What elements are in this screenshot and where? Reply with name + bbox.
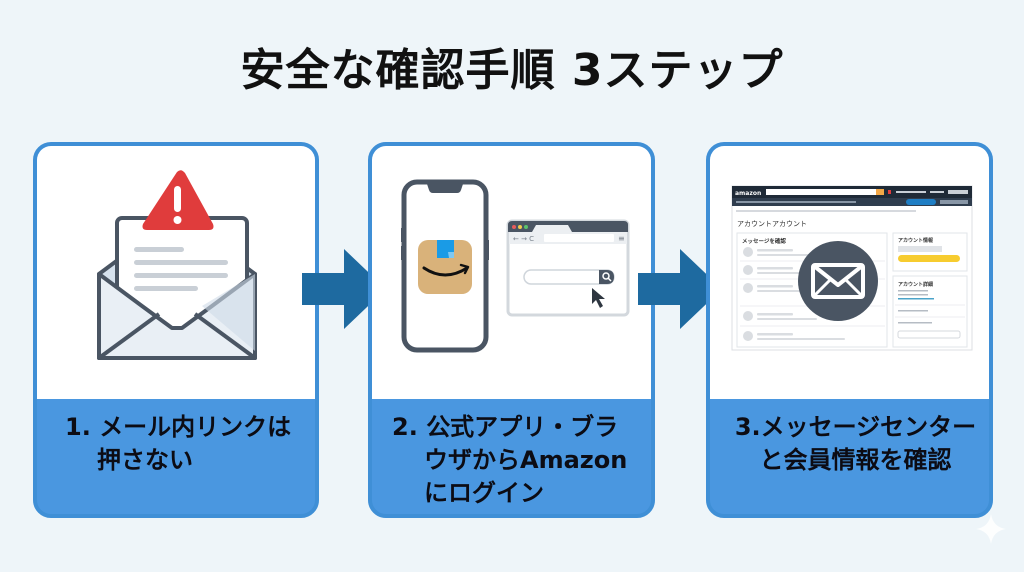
mock-amazon-logo: amazon [735,190,761,197]
sparkle-icon [976,514,1006,544]
step-2-illustration: ← → C ≡ [372,146,651,399]
browser-nav-icons: ← → C [513,235,534,243]
letter-line [134,286,198,291]
letter-line [134,260,228,265]
step-3-text-line2: と会員情報を確認 [759,446,952,474]
step-card-2: ← → C ≡ 2. 公式アプリ・ブラ ウザからAmazon にログイン [368,142,655,518]
step-2-text-line3: にログイン [424,479,544,507]
step-number: 1. [65,413,91,441]
step-3-illustration: amazon アカウントアカウント メッセージを確認 [710,146,989,399]
step-number: 2. [392,413,418,441]
mock-messages-heading: メッセージを確認 [742,237,786,245]
step-1-label: 1. メール内リンクは 押さない [37,411,315,477]
search-icon [602,272,610,280]
step-card-1: 1. メール内リンクは 押さない [33,142,319,518]
step-1-illustration [37,146,315,399]
mock-side-heading-2: アカウント詳細 [898,281,933,288]
letter-line [134,247,184,252]
arrow-right-icon [302,249,386,329]
step-card-3: amazon アカウントアカウント メッセージを確認 [706,142,993,518]
step-number: 3. [734,413,761,441]
step-2-text-line2: ウザからAmazon [424,446,628,474]
account-page-mockup: amazon アカウントアカウント メッセージを確認 [731,185,973,351]
envelope-warning-icon [97,170,257,360]
amazon-app-icon [418,240,472,294]
menu-icon: ≡ [618,234,625,243]
mail-icon [798,241,878,321]
step-2-label: 2. 公式アプリ・ブラ ウザからAmazon にログイン [372,411,651,510]
letter-line [134,273,228,278]
step-1-text-line1: メール内リンクは [99,413,292,441]
mock-page-heading: アカウントアカウント [737,220,807,228]
browser-window-icon: ← → C ≡ [506,219,630,317]
step-3-label: 3.メッセージセンター と会員情報を確認 [710,411,989,477]
mock-side-heading-1: アカウント情報 [898,237,934,244]
step-3-text-line1: メッセージセンター [760,413,977,441]
mock-message-list [743,247,845,341]
step-1-text-line2: 押さない [97,446,193,474]
step-2-text-line1: 公式アプリ・ブラ [426,413,619,441]
page-title: 安全な確認手順 3ステップ [240,45,784,96]
mouse-cursor-icon [592,288,605,308]
mock-yellow-button [898,255,960,262]
mock-search-button [876,189,884,195]
arrow-right-icon [638,249,722,329]
address-bar [544,234,614,242]
